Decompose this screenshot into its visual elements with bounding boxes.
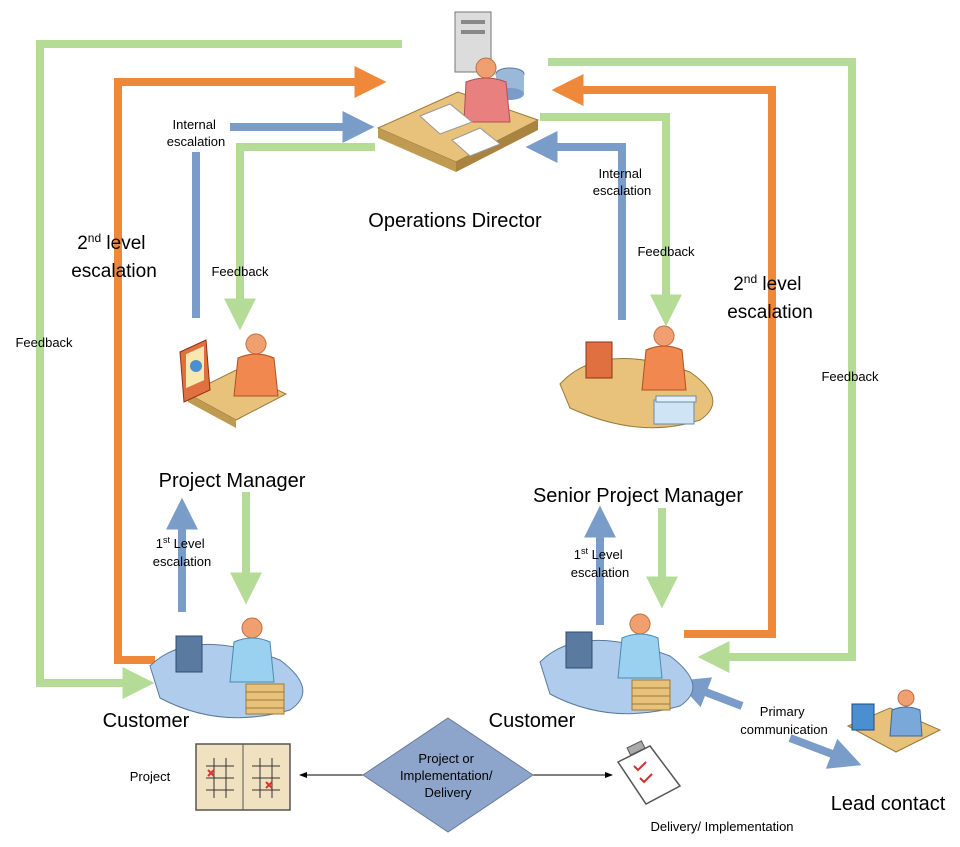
connectors [36,40,862,778]
second-level-right-label: 2nd level escalation [727,272,813,323]
second-level-right-line [551,74,776,638]
delivery-checklist-icon [616,740,682,805]
customer-left-icon [149,617,304,719]
second-level-left-label: 2nd level escalation [71,231,157,282]
primary-communication-label: Primary communication [740,704,827,737]
operations-director-icon [376,11,540,172]
operations-director-label: Operations Director [368,210,542,232]
customer-left-label: Customer [103,710,190,732]
second-level-left-line [114,66,387,664]
center-text: Project or Implementation/ Delivery [400,751,496,800]
feedback-outer-left-line [36,40,402,699]
primary-communication-arrow-down [788,734,862,769]
lead-contact-label: Lead contact [831,793,946,815]
feedback-outer-left-label: Feedback [15,335,73,350]
feedback-inner-left-label: Feedback [211,264,269,279]
internal-escalation-right-line [525,131,626,320]
feedback-outer-right-label: Feedback [821,369,879,384]
center-diamond [362,717,534,833]
feedback-outer-right-line [548,58,856,673]
primary-communication-arrow-up [676,677,744,710]
project-manager-icon [179,333,288,428]
internal-escalation-left-label: Internal escalation [167,117,226,149]
project-label: Project [130,769,171,784]
senior-project-manager-icon [559,325,714,429]
feedback-inner-right-label: Feedback [637,244,695,259]
feedback-inner-right-line [540,113,682,327]
customer-right-label: Customer [489,710,576,732]
senior-project-manager-label: Senior Project Manager [533,485,743,507]
project-book-icon [195,743,291,811]
internal-escalation-right-label: Internal escalation [593,166,652,198]
first-level-left-label: 1st Level escalation [153,535,212,569]
project-manager-label: Project Manager [159,470,306,492]
first-level-right-label: 1st Level escalation [571,546,630,580]
delivery-implementation-label: Delivery/ Implementation [650,819,793,834]
lead-contact-icon [846,689,942,753]
customer-right-icon [539,613,694,715]
feedback-inner-left-line [224,143,375,331]
